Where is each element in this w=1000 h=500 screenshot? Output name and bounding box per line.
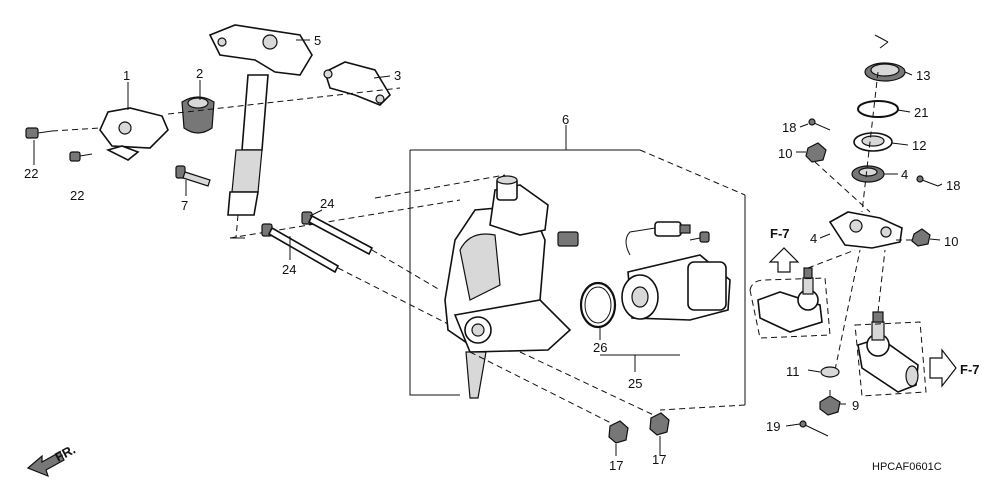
f7-right-arrow (929, 348, 957, 388)
callout-9: 9 (852, 398, 859, 413)
mounting-plate-1 (99, 107, 169, 161)
callout-4-bushing: 4 (901, 167, 908, 182)
callout-4-bracket: 4 (810, 231, 817, 246)
nut-17-right (649, 412, 670, 436)
bushing-4 (851, 165, 885, 183)
callout-5: 5 (314, 33, 321, 48)
ref-f7-left: F-7 (770, 226, 790, 241)
nut-17-left (608, 420, 629, 444)
callout-22-left: 22 (24, 166, 38, 181)
callout-24-lower: 24 (282, 262, 296, 277)
tie-rod-end-right (857, 311, 919, 393)
nut-9 (819, 395, 841, 416)
f7-up-arrow (768, 247, 800, 273)
tie-rod-left-outline (749, 277, 831, 339)
callout-18-upper: 18 (782, 120, 796, 135)
callout-25: 25 (628, 376, 642, 391)
callout-19: 19 (766, 419, 780, 434)
screw-18-right (916, 175, 939, 187)
callout-12: 12 (912, 138, 926, 153)
front-direction-arrow (26, 451, 65, 478)
bolt-22-small (69, 151, 93, 162)
callout-10-right: 10 (944, 234, 958, 249)
callout-7: 7 (181, 198, 188, 213)
nut-10-right (911, 228, 931, 247)
washer-11 (820, 366, 840, 378)
callout-3: 3 (394, 68, 401, 83)
callout-1: 1 (123, 68, 130, 83)
diagram-code: HPCAF0601C (872, 461, 942, 473)
tie-rod-right-outline (854, 321, 927, 397)
callout-21: 21 (914, 105, 928, 120)
callout-10-upper: 10 (778, 146, 792, 161)
callout-26: 26 (593, 340, 607, 355)
screw-18-upper (808, 118, 831, 131)
callout-2: 2 (196, 66, 203, 81)
callout-17-left: 17 (609, 458, 623, 473)
callout-18-right: 18 (946, 178, 960, 193)
steering-column-shaft (208, 24, 313, 239)
bolt-7 (175, 165, 211, 187)
assist-motor-25 (621, 221, 731, 321)
bolt-24-lower (261, 223, 451, 326)
o-ring-26 (579, 281, 617, 329)
callout-11: 11 (786, 364, 800, 379)
bolt-24-upper (301, 211, 441, 291)
callout-6: 6 (562, 112, 569, 127)
ref-f7-right: F-7 (960, 362, 980, 377)
snap-ring-21 (857, 100, 899, 118)
callout-24-upper: 24 (320, 196, 334, 211)
callout-17-right: 17 (652, 452, 666, 467)
callout-22-small: 22 (70, 188, 84, 203)
seal-13 (864, 34, 906, 82)
bracket-3 (323, 61, 392, 106)
steering-gearbox (444, 175, 579, 399)
bolt-19 (799, 420, 829, 437)
bearing-12 (853, 132, 893, 152)
nut-10-upper (805, 142, 827, 163)
grommet-2 (181, 96, 215, 134)
tie-rod-end-left (757, 267, 823, 333)
bolt-22-left (25, 127, 53, 139)
callout-13: 13 (916, 68, 930, 83)
bracket-housing (828, 211, 903, 249)
